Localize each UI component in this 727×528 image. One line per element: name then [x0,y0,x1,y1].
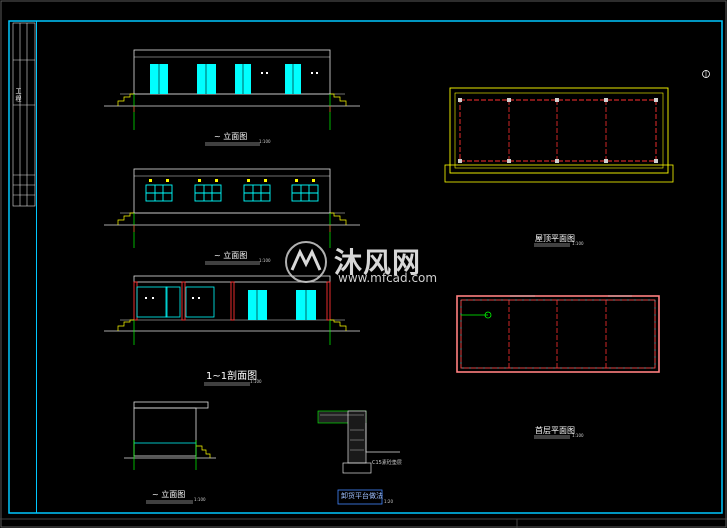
floor-plan-title: 首层平面图 [535,426,575,435]
title-block [12,22,36,207]
roof-plan [444,87,674,183]
rear-elevation-title: ~ 立面图 [214,251,248,260]
side-elevation-title: ~ 立面图 [152,490,186,499]
watermark-brand: 沐风网 [334,246,422,279]
detail-scale: 1:20 [384,499,393,504]
side-elevation-scale: 1:100 [194,497,206,502]
watermark-url: www.mfcad.com [338,271,438,285]
floor-plan-scale: 1:100 [572,433,584,438]
side-elevation [124,401,216,470]
detail-title: 卸货平台做法 [341,492,383,500]
section-title: 1~1剖面图 [206,371,258,382]
rear-elevation [104,168,360,248]
front-elevation-title: ~ 立面图 [214,132,248,141]
roof-plan-scale: 1:100 [572,241,584,246]
drain-icon [484,311,492,319]
section-scale: 1:100 [250,379,262,384]
detail-note: C15素砼垫层 [372,460,402,466]
floor-plan [456,295,660,373]
front-elevation-scale: 1:100 [259,139,271,144]
north-arrow-icon [702,70,710,78]
binding-line [36,21,37,513]
roof-plan-title: 屋顶平面图 [535,234,575,243]
title-block-project: 工 程 [14,88,21,102]
outer-frame [8,20,723,514]
watermark-logo-icon [285,241,327,283]
front-elevation [104,49,360,130]
loading-platform-detail [317,410,400,505]
section-1-1 [104,275,360,345]
rear-elevation-scale: 1:100 [259,258,271,263]
